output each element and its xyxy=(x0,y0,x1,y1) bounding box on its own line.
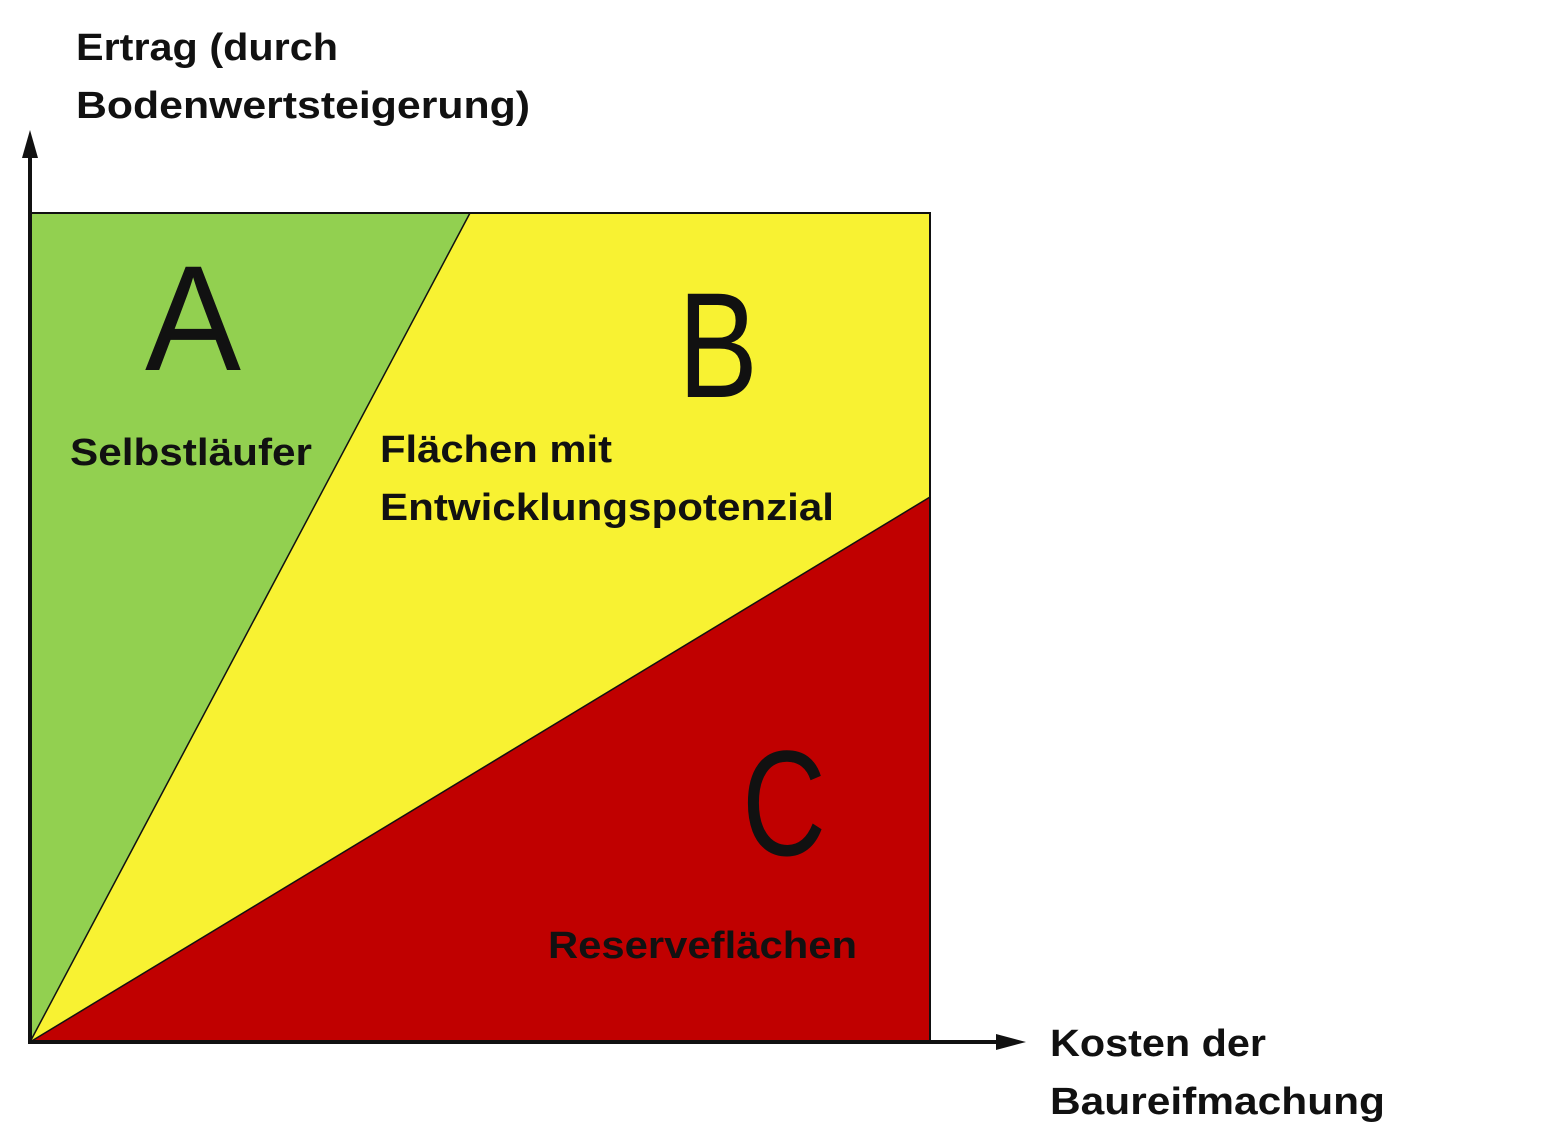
region-b-yellow xyxy=(30,213,930,1042)
y-axis-label-line1: Ertrag (durch xyxy=(76,27,338,69)
region-b-label-line2: Entwicklungspotenzial xyxy=(380,487,834,529)
x-axis-label-line2: Baureifmachung xyxy=(1050,1081,1385,1123)
region-a-label: Selbstläufer xyxy=(70,432,312,474)
x-axis-arrow-icon xyxy=(996,1034,1026,1050)
box-border xyxy=(30,212,931,1042)
y-axis-label-line2: Bodenwertsteigerung) xyxy=(76,85,530,127)
region-b-letter: B xyxy=(678,261,758,429)
region-a-letter: A xyxy=(145,234,241,402)
region-c-label: Reserveflächen xyxy=(548,925,857,967)
divider-b-c xyxy=(29,496,931,1043)
region-b-label-line1: Flächen mit xyxy=(380,429,612,471)
x-axis-label-line1: Kosten der xyxy=(1050,1023,1266,1065)
region-c-letter: C xyxy=(742,719,826,887)
y-axis-arrow-icon xyxy=(22,130,38,158)
divider-a-b xyxy=(29,212,471,1043)
